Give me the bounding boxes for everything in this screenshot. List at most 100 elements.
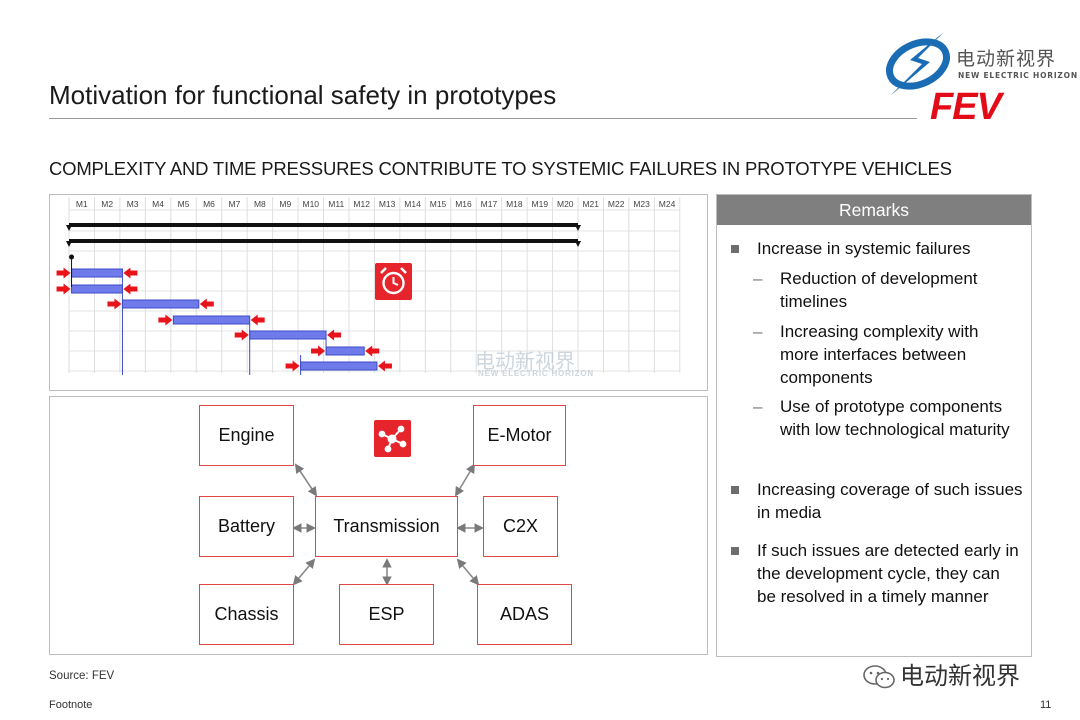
- node-esp: ESP: [339, 584, 434, 645]
- slide-subtitle: COMPLEXITY AND TIME PRESSURES CONTRIBUTE…: [49, 158, 952, 179]
- node-transmission: Transmission: [315, 496, 458, 557]
- node-emotor: E-Motor: [473, 405, 566, 466]
- month-label: M10: [303, 199, 320, 209]
- deadline-arrow-end: [123, 267, 138, 279]
- month-label: M15: [430, 199, 447, 209]
- connector-arrows: [292, 463, 484, 586]
- month-label: M24: [659, 199, 676, 209]
- component-diagram-panel: Engine E-Motor Battery Transmission C2X …: [49, 396, 708, 655]
- deadline-arrow-start: [56, 267, 71, 279]
- node-c2x: C2X: [483, 496, 558, 557]
- dash-bullet-icon: –: [753, 269, 763, 288]
- watermark-center-cn: 电动新视界: [475, 349, 575, 373]
- node-adas: ADAS: [477, 584, 572, 645]
- alarm-clock-bell-right: [400, 267, 407, 274]
- alarm-clock-bell-left: [380, 267, 387, 274]
- task-bar: [71, 284, 123, 294]
- month-label: M23: [633, 199, 650, 209]
- month-label: M11: [328, 199, 344, 209]
- month-label: M2: [101, 199, 113, 209]
- network-nodes-icon: [374, 420, 411, 457]
- wechat-watermark: 电动新视界: [862, 656, 1020, 691]
- node-battery: Battery: [199, 496, 294, 557]
- month-label: M21: [582, 199, 599, 209]
- arrow-transmission-adas: [456, 558, 480, 586]
- deadline-arrow-start: [285, 360, 300, 372]
- task-bar: [172, 315, 251, 325]
- month-label: M4: [152, 199, 164, 209]
- fev-logo-text: FEV: [930, 86, 1002, 128]
- watermark-text: 电动新视界: [900, 662, 1020, 690]
- month-label: M9: [279, 199, 291, 209]
- month-label: M16: [455, 199, 472, 209]
- remark-text: Increasing coverage of such issues in me…: [757, 480, 1023, 522]
- arrow-engine-transmission: [294, 463, 318, 497]
- month-label: M1: [76, 199, 88, 209]
- alarm-clock-hands: [392, 277, 399, 286]
- month-label: M7: [229, 199, 241, 209]
- month-label: M8: [254, 199, 266, 209]
- month-label: M5: [178, 199, 190, 209]
- arrow-transmission-chassis: [292, 558, 316, 586]
- deadline-arrow-start: [107, 298, 122, 310]
- summary-bar: [69, 223, 578, 227]
- remark-text: Increase in systemic failures: [757, 239, 971, 258]
- remark-text: If such issues are detected early in the…: [757, 541, 1019, 606]
- remark-sub-text: Use of prototype components with low tec…: [780, 397, 1010, 439]
- remark-sub-text: Increasing complexity with more interfac…: [780, 322, 979, 387]
- month-label: M14: [404, 199, 421, 209]
- deadline-arrow-start: [311, 345, 326, 357]
- remark-sub-text: Reduction of development timelines: [780, 269, 978, 311]
- gantt-chart: M1 M2 M3 M4 M5 M6 M7 M8 M9 M10 M11 M12 M13 M14 M15 M16 M…: [56, 197, 681, 375]
- deadline-arrow-start: [56, 283, 71, 295]
- square-bullet-icon: [731, 486, 739, 494]
- deadline-arrow-end: [250, 314, 265, 326]
- summary-bar: [69, 239, 578, 243]
- node-engine: Engine: [199, 405, 294, 466]
- task-bar: [325, 346, 365, 356]
- task-bar: [71, 268, 123, 278]
- alarm-clock-face: [382, 271, 405, 295]
- month-label: M19: [532, 199, 549, 209]
- task-bar: [300, 361, 378, 371]
- remarks-header: Remarks: [717, 195, 1031, 225]
- wechat-icon: [863, 665, 895, 689]
- page-number: 11: [1040, 699, 1052, 711]
- deadline-arrow-end: [377, 360, 392, 372]
- square-bullet-icon: [731, 245, 739, 253]
- lightning-globe-icon: [886, 32, 950, 96]
- deadline-arrow-end: [365, 345, 380, 357]
- brand-logo: 电动新视界 NEW ELECTRIC HORIZON FEV: [878, 30, 1077, 128]
- summary-bar-start-marker: [66, 225, 72, 231]
- watermark-center-en: NEW ELECTRIC HORIZON: [478, 369, 594, 378]
- dash-bullet-icon: –: [753, 397, 763, 416]
- deadline-arrow-end: [199, 298, 214, 310]
- month-label: M20: [557, 199, 574, 209]
- arrow-emotor-transmission: [455, 463, 475, 497]
- logo-chinese-text: 电动新视界: [956, 48, 1057, 70]
- footnote: Footnote: [49, 699, 93, 711]
- month-label: M22: [608, 199, 625, 209]
- summary-bar-end-marker: [575, 225, 581, 231]
- summary-bar-end-marker: [575, 241, 581, 247]
- deadline-arrow-end: [327, 329, 342, 341]
- month-label: M17: [481, 199, 498, 209]
- dash-bullet-icon: –: [753, 322, 763, 341]
- gantt-panel: M1 M2 M3 M4 M5 M6 M7 M8 M9 M10 M11 M12 M13 M14 M15 M16 M…: [49, 194, 708, 391]
- month-label: M18: [506, 199, 523, 209]
- deadline-arrow-start: [234, 329, 249, 341]
- remarks-panel: Remarks Increase in systemic failures – …: [716, 194, 1032, 657]
- month-label: M3: [127, 199, 139, 209]
- month-label: M12: [353, 199, 370, 209]
- square-bullet-icon: [731, 547, 739, 555]
- node-chassis: Chassis: [199, 584, 294, 645]
- month-label: M13: [379, 199, 396, 209]
- deadline-arrow-end: [123, 283, 138, 295]
- task-bar: [249, 330, 327, 340]
- source-note: Source: FEV: [49, 670, 115, 682]
- month-label: M6: [203, 199, 215, 209]
- title-divider: [49, 118, 917, 119]
- task-bar: [121, 299, 200, 309]
- logo-english-text: NEW ELECTRIC HORIZON: [958, 71, 1078, 80]
- summary-bar-start-marker: [66, 241, 72, 247]
